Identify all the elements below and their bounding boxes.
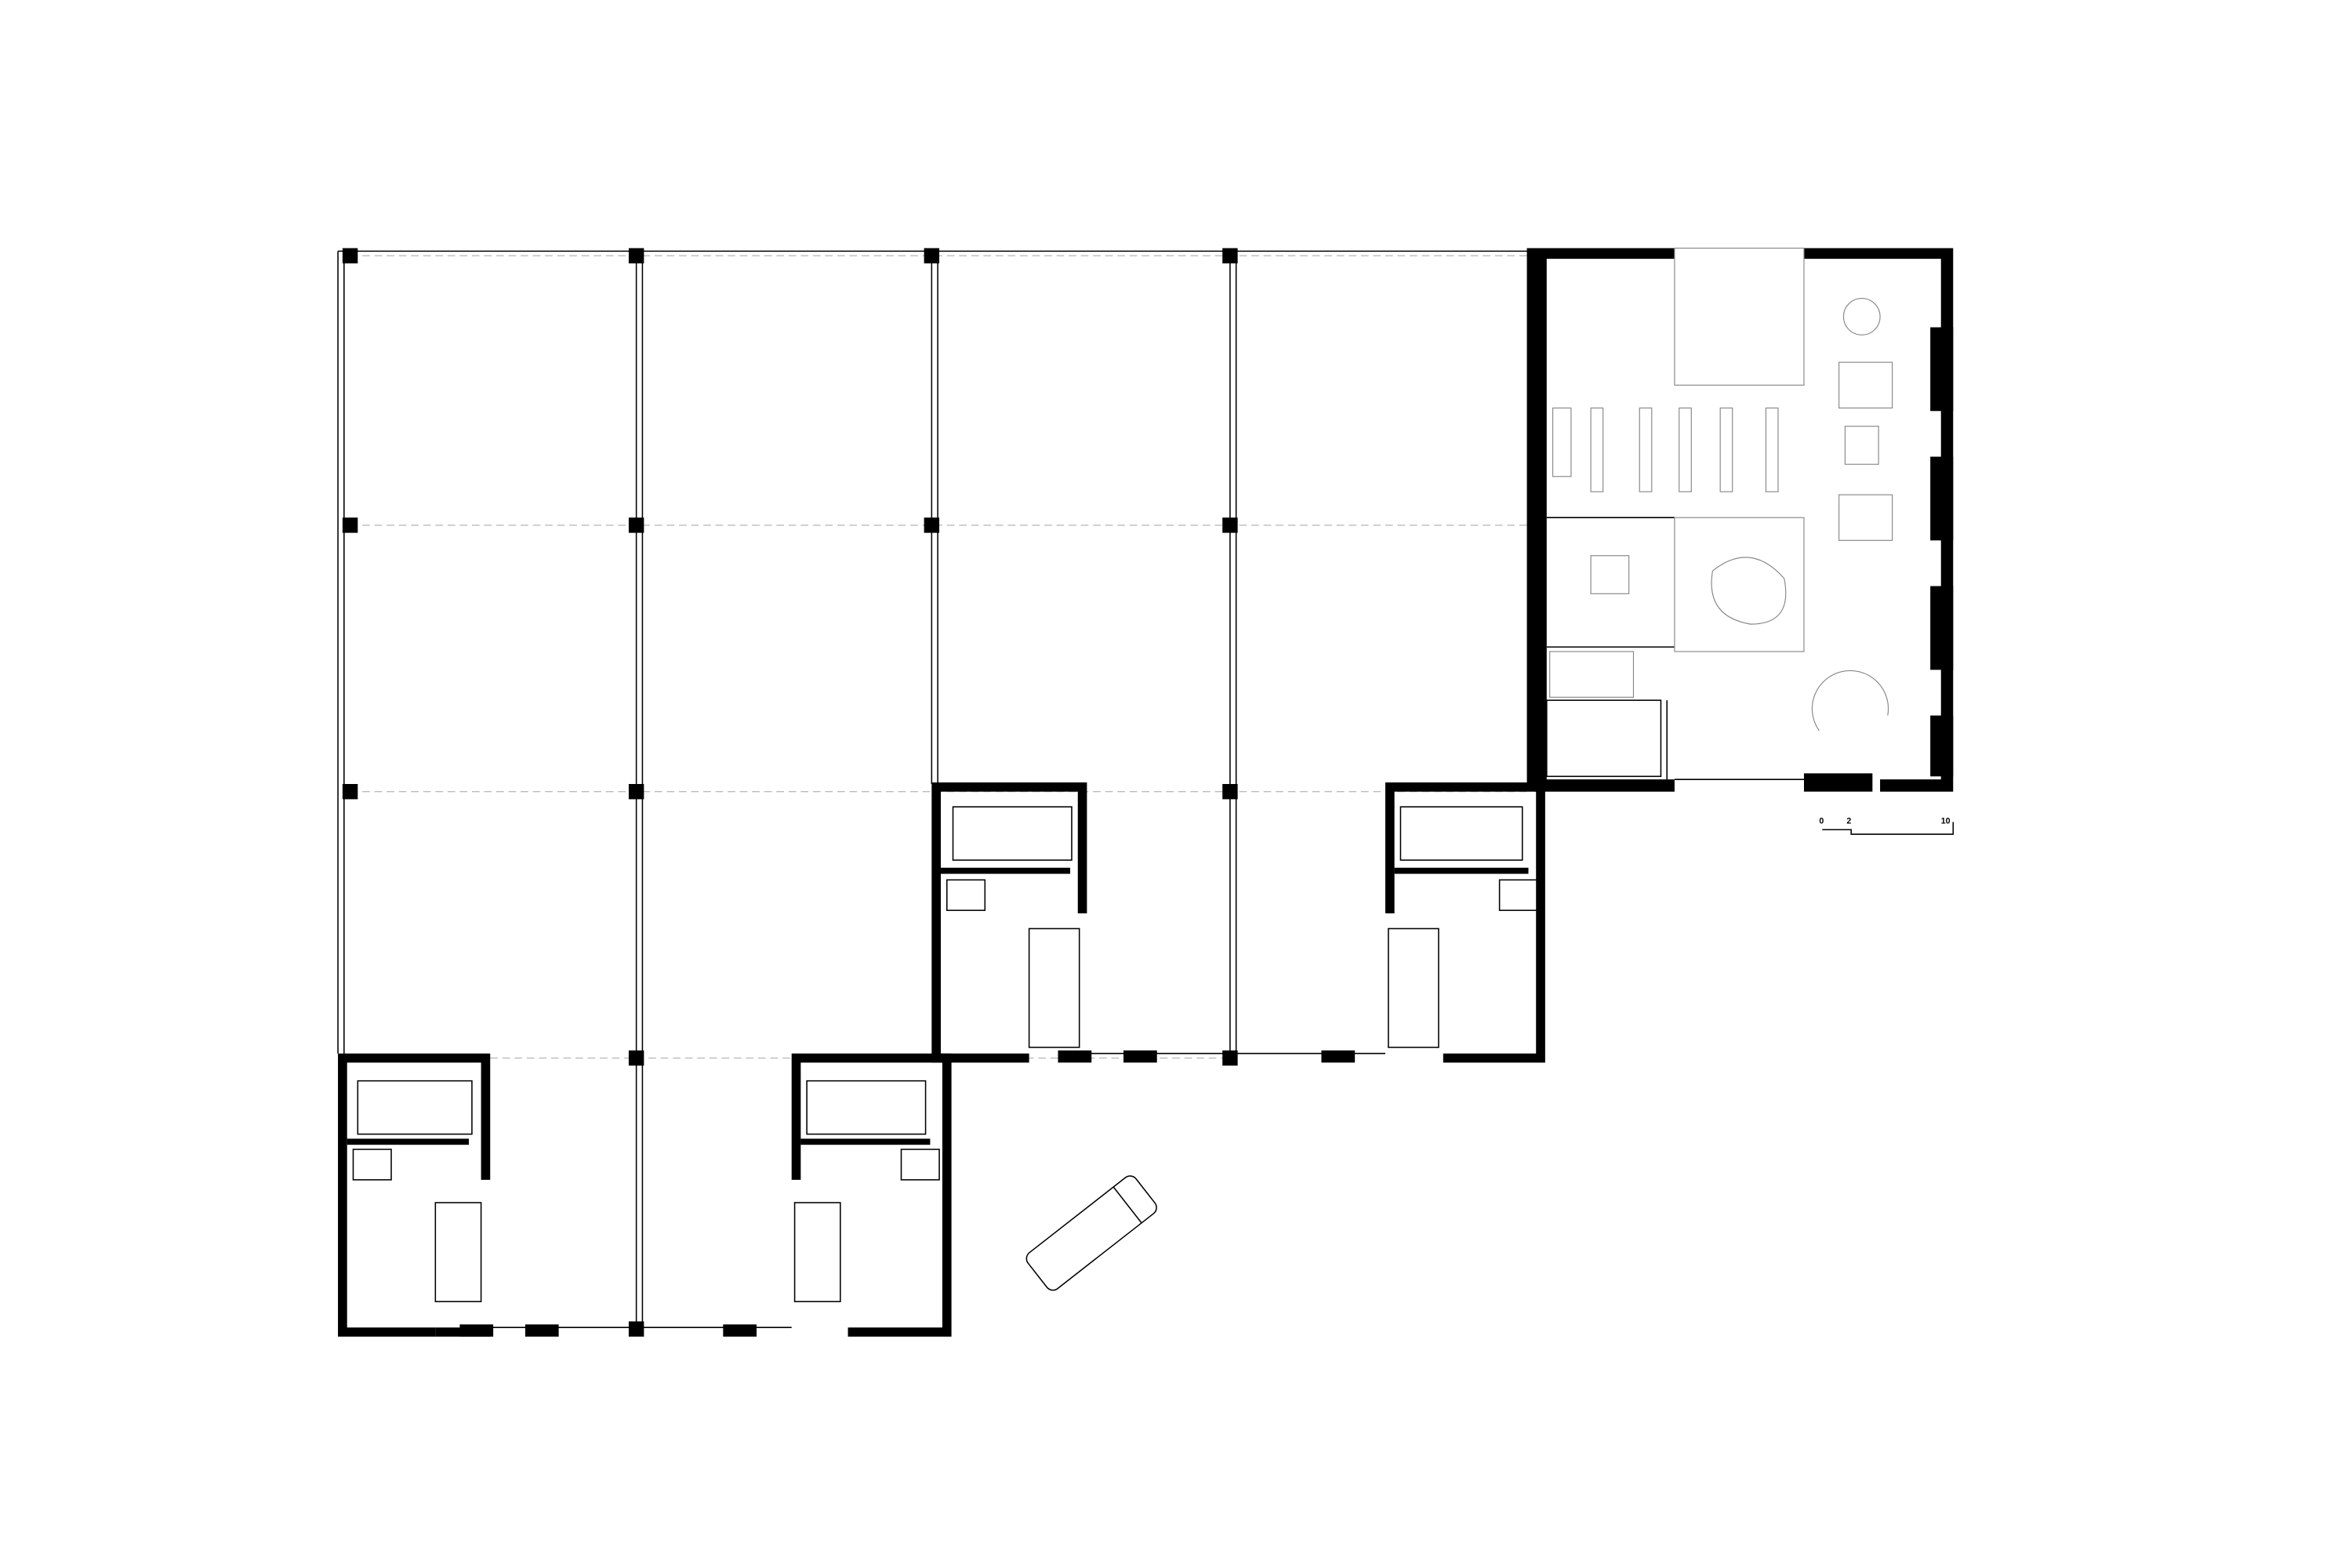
van [1025,1175,1157,1291]
service-core [931,782,1087,1063]
stair-void [1674,247,1805,652]
scale-label-2: 2 [1846,816,1851,826]
structural-columns [342,248,1356,1337]
scale-label-0: 0 [1819,816,1824,826]
service-core [1385,782,1545,1063]
service-core [338,1053,491,1337]
service-core [791,1053,952,1337]
office-building [1534,247,1954,792]
scale-label-10: 10 [1941,816,1951,826]
scale-bar: 0 2 10 [1819,816,1955,835]
